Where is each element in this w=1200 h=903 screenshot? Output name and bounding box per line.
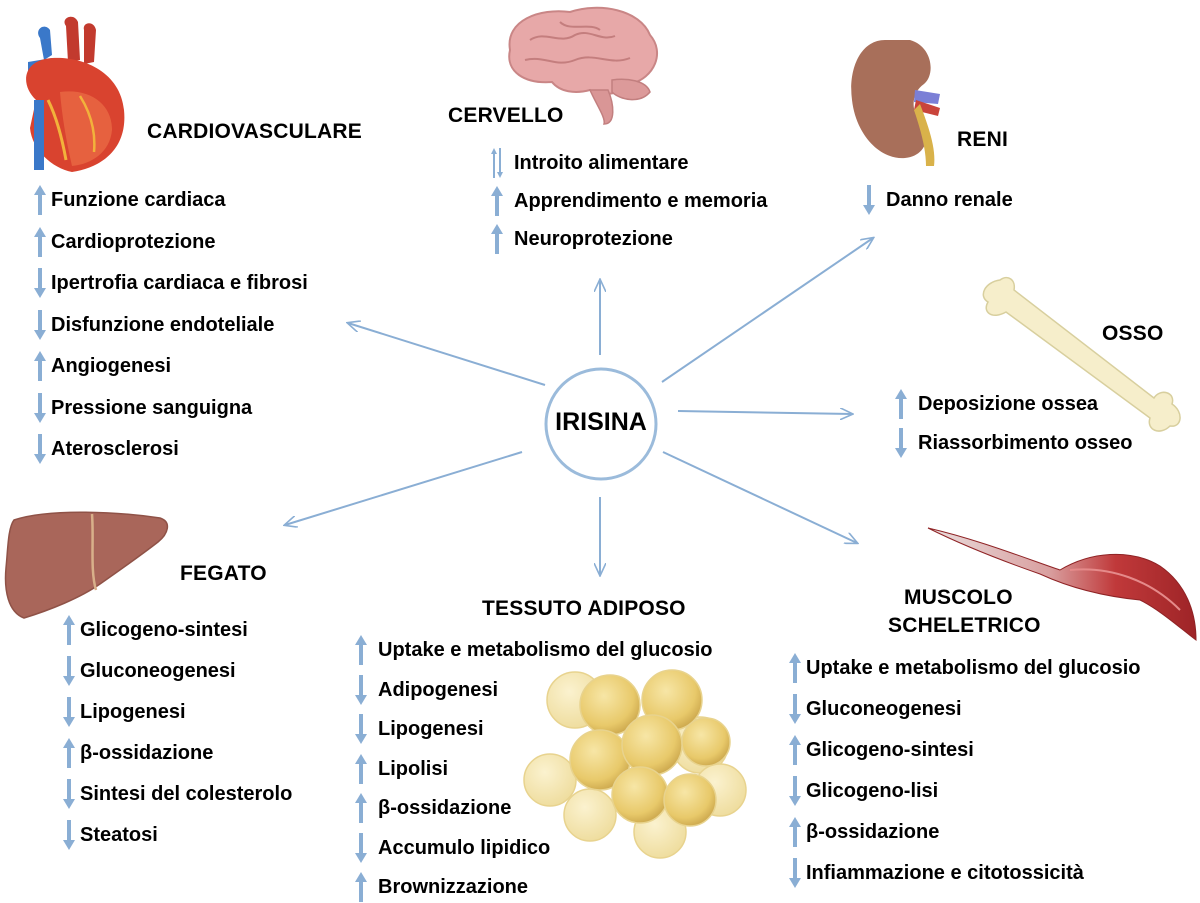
arrow-up-icon (789, 653, 801, 683)
arrow-up-icon (789, 817, 801, 847)
list-item-label: Lipogenesi (378, 718, 484, 740)
list-item-label: Lipolisi (378, 757, 448, 780)
list-item-label: Steatosi (80, 824, 158, 846)
list-item-label: β-ossidazione (80, 742, 214, 764)
list-item-label: Gluconeogenesi (80, 660, 236, 682)
arrow-up-icon (895, 389, 907, 419)
arrow-up-icon (63, 738, 75, 768)
list-item-label: Adipogenesi (378, 678, 499, 701)
arrow-up-icon (355, 753, 367, 784)
bone-illustration (982, 276, 1181, 432)
connector-arrows (285, 238, 873, 575)
arrow-down-icon (34, 268, 46, 298)
list-item-label: Gluconeogenesi (806, 698, 962, 720)
list-item-label: Uptake e metabolismo del glucosio (806, 657, 1141, 679)
list-item-label: Infiammazione e citotossicità (806, 862, 1084, 884)
list-item-label: Lipogenesi (80, 701, 186, 723)
arrow-up-icon (355, 635, 367, 665)
arrow-up-icon (355, 793, 367, 823)
arrow-up-icon (34, 226, 46, 257)
list-item-label: Glicogeno-lisi (806, 780, 939, 802)
arrow-down-icon (63, 656, 75, 686)
arrow-down-icon (355, 832, 367, 863)
list-item-label: Disfunzione endoteliale (51, 313, 275, 336)
arrow-down-icon (863, 185, 875, 215)
list-item-label: Ipertrofia cardiaca e fibrosi (51, 272, 308, 294)
list-item-label: Neuroprotezione (514, 228, 673, 250)
arrow-up-icon (63, 615, 75, 645)
title-muscolo: MUSCOLO (904, 586, 1013, 609)
list-item-label: β-ossidazione (378, 797, 512, 819)
list-item-label: Glicogeno-sintesi (80, 619, 248, 641)
brain-illustration (508, 6, 659, 125)
heart-illustration (26, 16, 125, 172)
list-item-label: Accumulo lipidico (378, 836, 551, 859)
arrow-down-icon (355, 674, 367, 705)
list-item-label: β-ossidazione (806, 821, 940, 843)
arrow-down-icon (34, 434, 46, 464)
arrow-down-icon (63, 697, 75, 727)
arrow-up-icon (34, 185, 46, 215)
fat-cells-illustration (523, 669, 747, 859)
list-item-label: Deposizione ossea (918, 393, 1099, 415)
list-item-label: Introito alimentare (514, 152, 689, 174)
list-item-label: Sintesi del colesterolo (80, 783, 293, 805)
arrow-down-icon (895, 428, 907, 458)
muscle-illustration (927, 527, 1197, 642)
arrow-up-icon (491, 224, 503, 254)
title-cardiovascolare: CARDIOVASCULARE (147, 120, 362, 143)
list-item-label: Funzione cardiaca (51, 189, 226, 211)
list-item-label: Danno renale (886, 189, 1013, 211)
arrow-up-icon (355, 872, 367, 902)
center-label-irisina: IRISINA (555, 408, 647, 436)
irisina-circle (544, 367, 658, 481)
arrow-down-icon (789, 858, 801, 888)
list-item-label: Cardioprotezione (51, 230, 216, 253)
arrow-down-icon (34, 392, 46, 423)
list-item-label: Riassorbimento osseo (918, 432, 1133, 454)
title-cervello: CERVELLO (448, 104, 564, 127)
arrow-up-down-icon (491, 148, 503, 178)
list-item-label: Uptake e metabolismo del glucosio (378, 639, 713, 661)
list-item-label: Aterosclerosi (51, 438, 179, 460)
list-item-label: Angiogenesi (51, 355, 172, 377)
arrow-up-icon (789, 735, 801, 765)
arrow-up-icon (491, 186, 503, 216)
arrow-down-icon (789, 776, 801, 806)
list-item-label: Pressione sanguigna (51, 396, 253, 419)
title-tessuto-adiposo: TESSUTO ADIPOSO (482, 597, 686, 620)
list-item-label: Apprendimento e memoria (514, 190, 768, 212)
arrow-down-icon (34, 309, 46, 340)
title-fegato: FEGATO (180, 562, 267, 585)
title-scheletrico: SCHELETRICO (888, 614, 1041, 637)
title-reni: RENI (957, 128, 1008, 151)
title-osso: OSSO (1102, 322, 1164, 345)
kidney-illustration (851, 40, 940, 166)
liver-illustration (4, 511, 169, 619)
arrow-down-icon (63, 820, 75, 850)
arrow-down-icon (355, 714, 367, 744)
arrow-down-icon (789, 694, 801, 724)
list-item-label: Brownizzazione (378, 876, 529, 898)
arrow-down-icon (63, 779, 75, 809)
arrow-up-icon (34, 351, 46, 381)
list-item-label: Glicogeno-sintesi (806, 739, 974, 761)
